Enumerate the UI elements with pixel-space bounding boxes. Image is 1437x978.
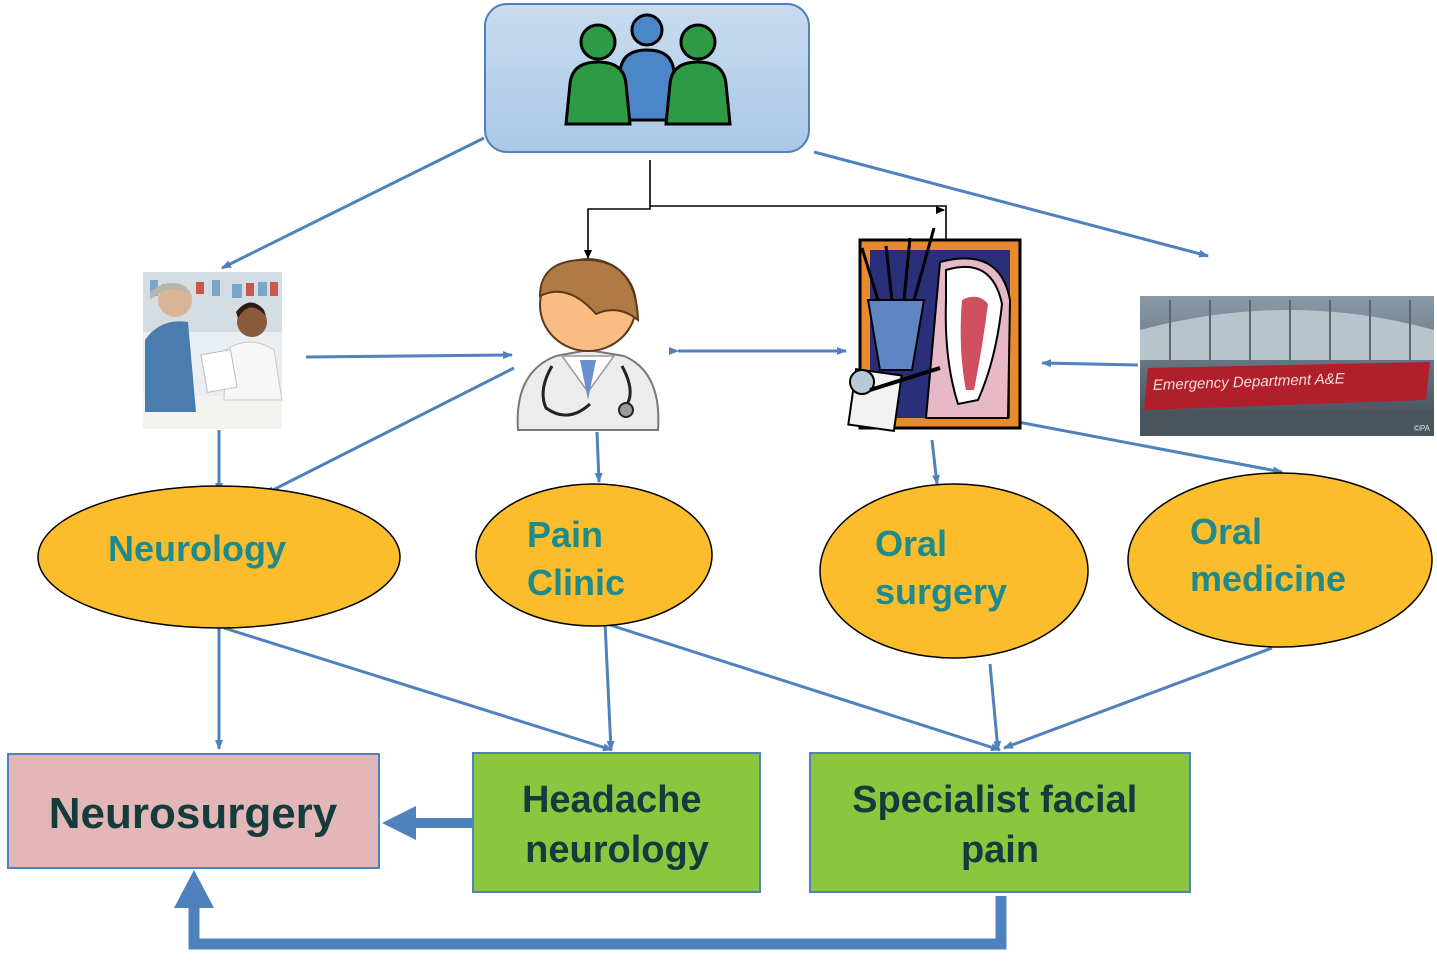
patients-box [484, 3, 810, 153]
arrow-doctor-to-pain-clinic [594, 431, 603, 483]
arrow-dentist-to-oral-medicine [1017, 420, 1283, 475]
node-specialist-facial-pain-label: Specialist facial pain [852, 779, 1148, 871]
connectors [215, 136, 1283, 752]
group-of-people-icon [564, 13, 732, 126]
thick-connectors [174, 806, 1007, 950]
doctor-with-stethoscope-icon [516, 258, 660, 431]
pharmacy-consultation-photo [143, 272, 283, 429]
node-neurosurgery: Neurosurgery [7, 753, 380, 869]
arrow-oral-medicine-to-facial-pain [1003, 646, 1273, 750]
arrow-neurology-to-headache [223, 626, 613, 752]
emergency-department-sign-photo: Emergency Department A&E ©PA [1140, 296, 1434, 436]
arrow-pain-clinic-to-headache [603, 621, 615, 751]
arrow-emergency-to-dentist [1041, 359, 1139, 368]
node-headache-neurology-label: Headache neurology [522, 779, 712, 871]
arrow-facial-pain-to-neurosurgery [188, 896, 1007, 950]
arrow-doctor-to-neurology [264, 366, 515, 496]
dental-tools-and-tooth-icon [847, 227, 1022, 433]
arrow-patients-to-emergency [813, 150, 1209, 258]
node-oral-surgery-label: Oral surgery [875, 523, 1007, 612]
node-pain-clinic-label: Pain Clinic [527, 514, 625, 603]
arrow-headache-to-neurosurgery [382, 806, 472, 840]
arrow-dentist-to-oral-surgery [930, 439, 940, 485]
node-neurology: Neurology [37, 485, 401, 629]
arrow-patients-to-pharmacy [221, 136, 485, 270]
node-oral-medicine-label: Oral medicine [1190, 511, 1346, 599]
emergency-sign-text: Emergency Department A&E [1153, 370, 1346, 394]
node-headache-neurology: Headache neurology [472, 752, 761, 893]
node-neurology-label: Neurology [108, 528, 286, 569]
node-oral-medicine: Oral medicine [1127, 472, 1433, 648]
node-specialist-facial-pain: Specialist facial pain [809, 752, 1191, 893]
node-oral-surgery: Oral surgery [819, 483, 1089, 659]
node-pain-clinic: Pain Clinic [475, 483, 713, 627]
arrow-oral-surgery-to-facial-pain [988, 663, 1002, 751]
arrowhead-neurosurgery [174, 870, 214, 908]
arrow-pain-clinic-to-facial-pain [609, 623, 1001, 752]
photo-credit: ©PA [1414, 424, 1431, 433]
arrow-pharmacy-to-doctor [305, 351, 513, 360]
node-neurosurgery-label: Neurosurgery [49, 789, 338, 838]
